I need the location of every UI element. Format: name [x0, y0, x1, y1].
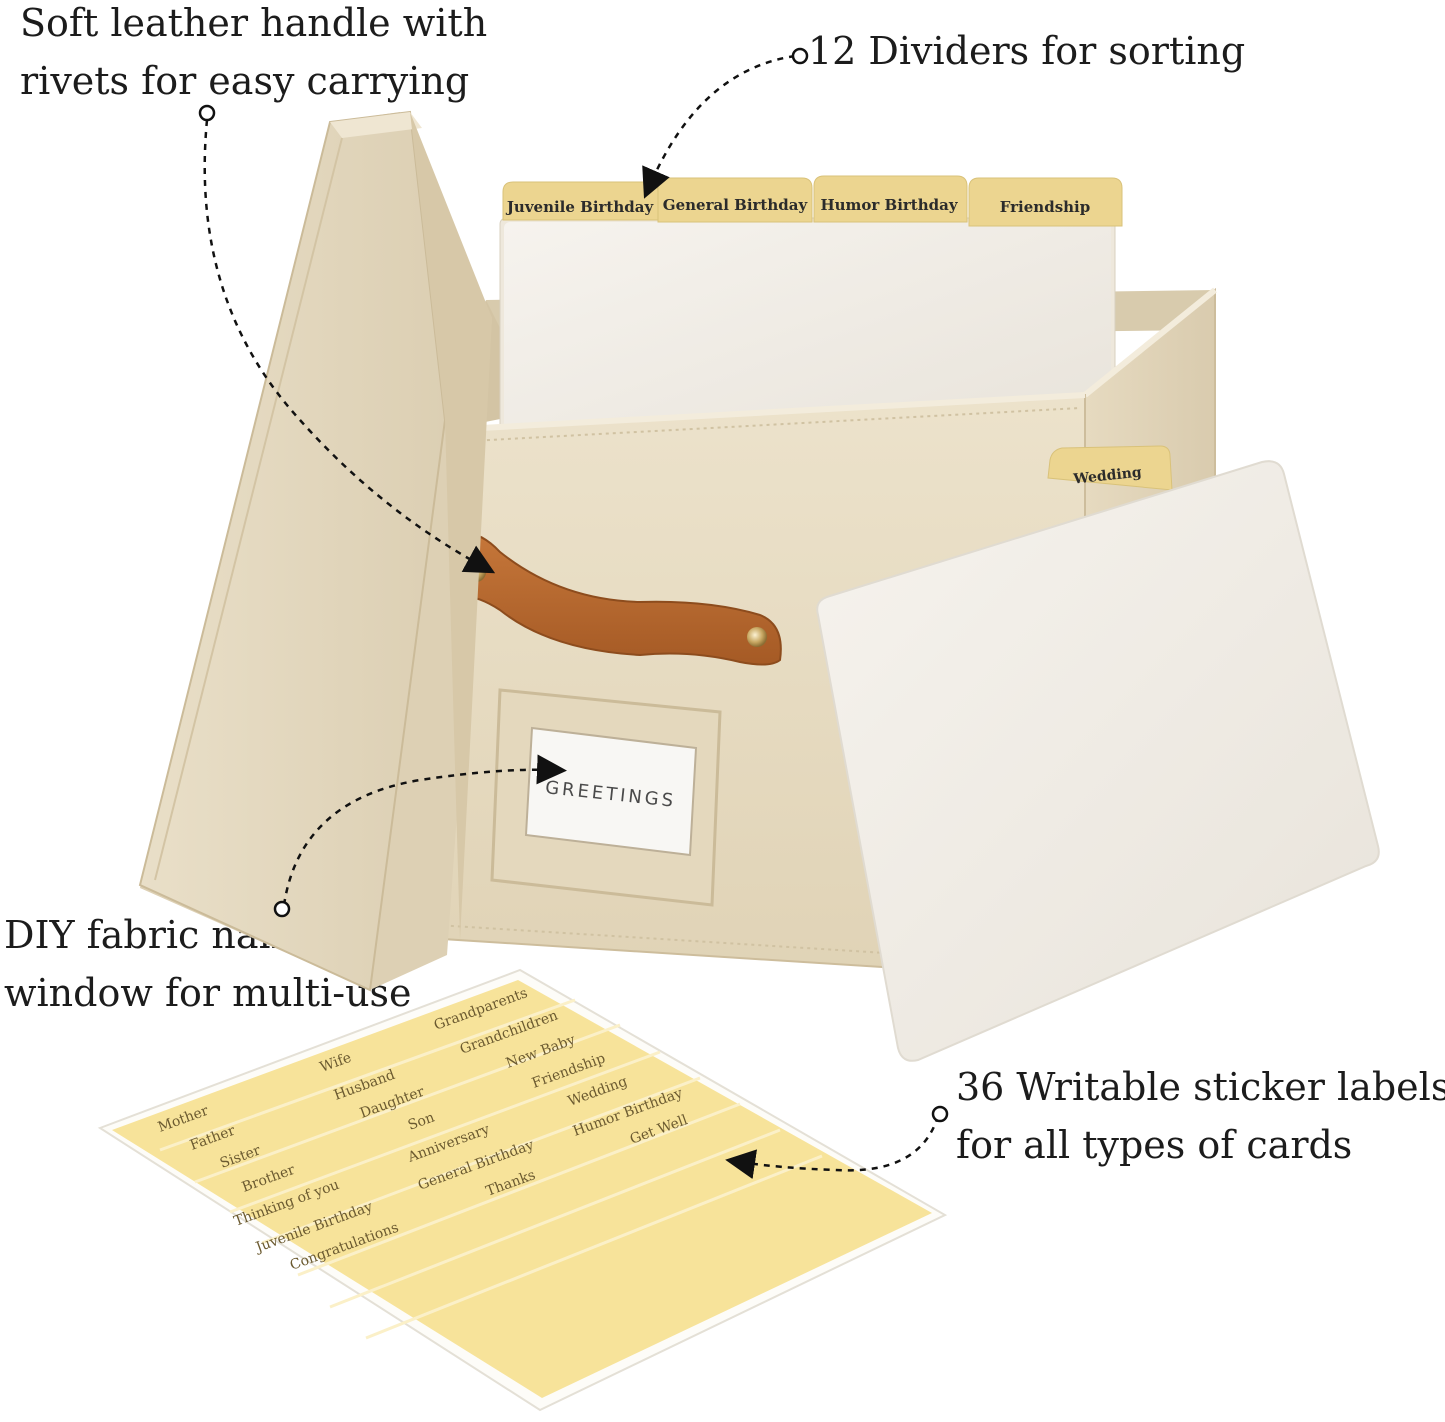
divider-tab-2: General Birthday [657, 177, 813, 223]
leader-lines [203, 54, 940, 1180]
divider-tabs: Juvenile Birthday General Birthday Humor… [502, 175, 1123, 227]
divider-tab-3: Humor Birthday [813, 175, 968, 223]
divider-tab-2-label: General Birthday [663, 196, 809, 214]
leader-handle [203, 119, 496, 574]
divider-stack [499, 217, 1116, 449]
loose-divider: Wedding [816, 445, 1380, 1062]
divider-tab-1-label: Juvenile Birthday [505, 198, 655, 216]
callout-stickers-line1: 36 Writable sticker labels [956, 1065, 1445, 1109]
leader-stickers-start [931, 1105, 949, 1123]
callout-stickers: 36 Writable sticker labels for all types… [956, 1058, 1445, 1174]
callout-handle-line2: rivets for easy carrying [20, 59, 470, 103]
leader-dividers [642, 54, 796, 199]
callout-handle: Soft leather handle with rivets for easy… [20, 0, 487, 110]
leader-tag-start [273, 900, 291, 918]
sticker-sheet: Mother Father Sister Brother Thinking of… [97, 968, 948, 1412]
callout-dividers-line1: 12 Dividers for sorting [808, 29, 1246, 73]
name-tag-window: GREETINGS [490, 688, 722, 907]
callout-handle-line1: Soft leather handle with [20, 1, 488, 45]
callout-stickers-line2: for all types of cards [956, 1123, 1353, 1167]
box-lid [138, 110, 492, 992]
leader-tag [282, 754, 567, 906]
divider-tab-1: Juvenile Birthday [502, 181, 659, 221]
rivet-right [747, 627, 767, 647]
callout-dividers: 12 Dividers for sorting [808, 22, 1245, 80]
leader-dividers-start [791, 47, 809, 65]
divider-tab-4-label: Friendship [1000, 198, 1090, 216]
leader-endpoints [198, 47, 949, 1123]
loose-divider-tab-label: Wedding [1072, 464, 1143, 487]
leader-stickers [725, 1115, 940, 1180]
leader-handle-start [198, 104, 216, 122]
divider-tab-3-label: Humor Birthday [820, 196, 958, 214]
divider-tab-4: Friendship [968, 177, 1123, 227]
